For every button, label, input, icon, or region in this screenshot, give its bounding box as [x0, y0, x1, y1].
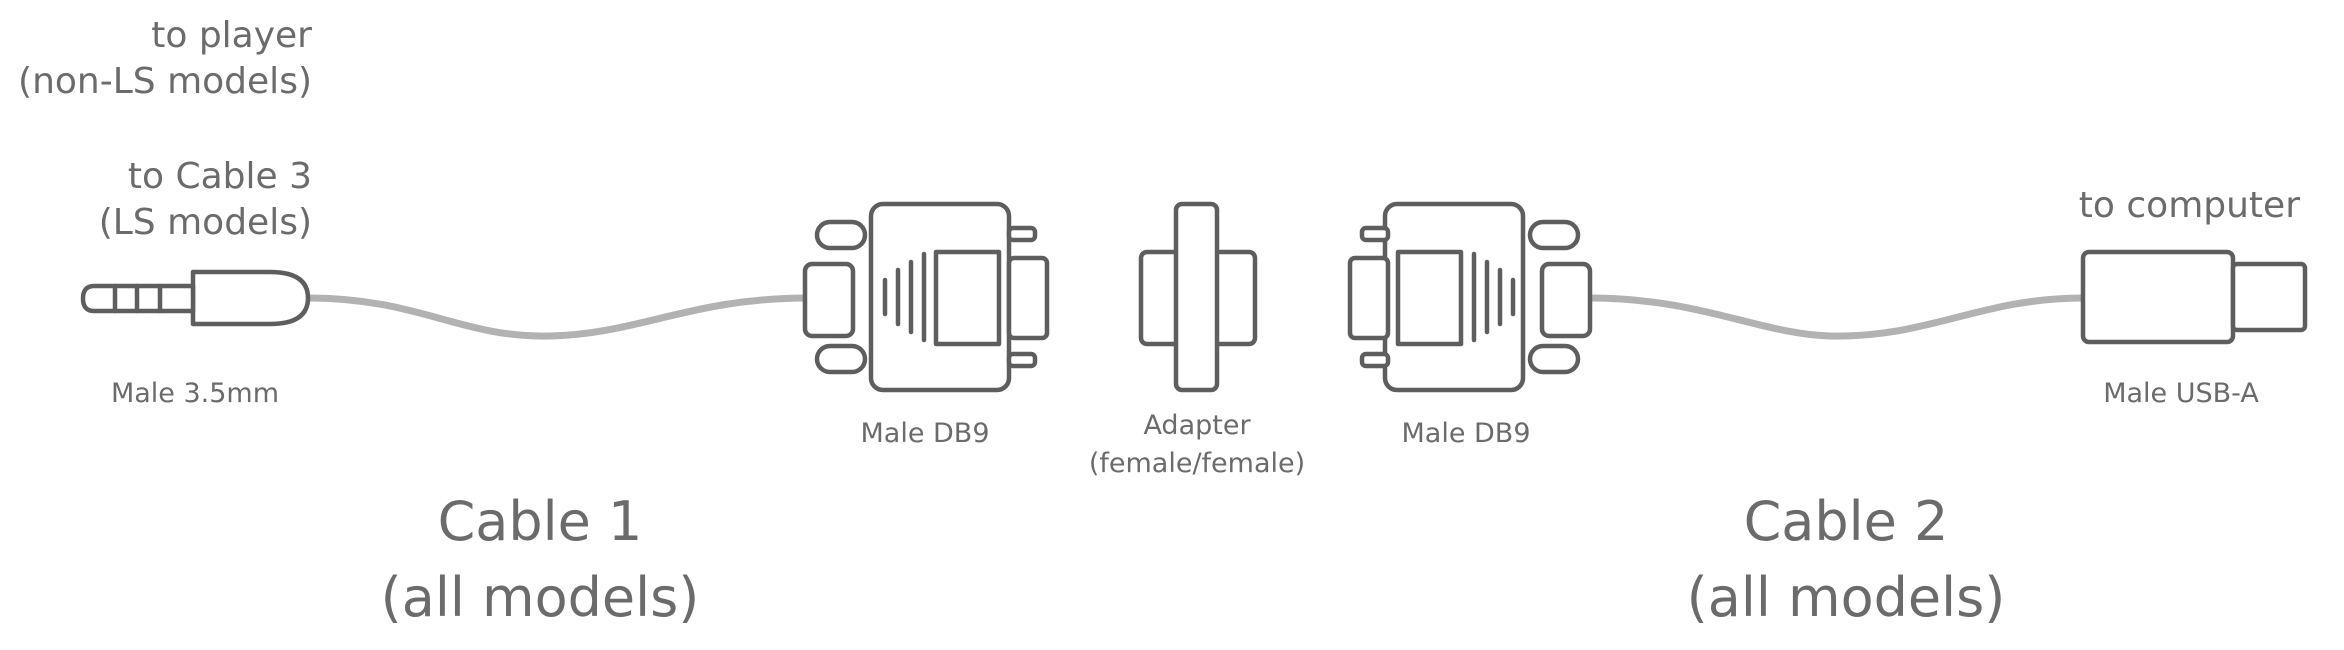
male-usb-a-icon — [2080, 249, 2308, 345]
db9-right-label: Male DB9 — [1401, 418, 1530, 449]
to-computer-label: to computer — [2079, 185, 2300, 226]
male-db9-right-icon — [1347, 201, 1593, 393]
male-db9-left-icon — [802, 201, 1050, 393]
cable-1-wire — [304, 294, 812, 340]
male-3-5mm-jack-icon — [80, 269, 311, 327]
to-cable3-line2: (LS models) — [99, 202, 312, 243]
to-player-line2: (non-LS models) — [18, 61, 312, 102]
adapter-label-line1: Adapter — [1143, 410, 1251, 441]
adapter-female-female-icon — [1138, 201, 1258, 393]
cable-2-models: (all models) — [1687, 566, 2006, 629]
adapter-label-line2: (female/female) — [1089, 448, 1305, 479]
cable-1-models: (all models) — [381, 566, 700, 629]
db9-left-label: Male DB9 — [860, 418, 989, 449]
jack-label: Male 3.5mm — [111, 378, 279, 409]
to-player-line1: to player — [151, 15, 312, 56]
cable-1-title: Cable 1 — [438, 490, 643, 553]
usb-label: Male USB-A — [2103, 378, 2259, 409]
cable-2-wire — [1586, 294, 2087, 340]
to-cable3-line1: to Cable 3 — [128, 156, 312, 197]
cable-2-title: Cable 2 — [1744, 490, 1949, 553]
